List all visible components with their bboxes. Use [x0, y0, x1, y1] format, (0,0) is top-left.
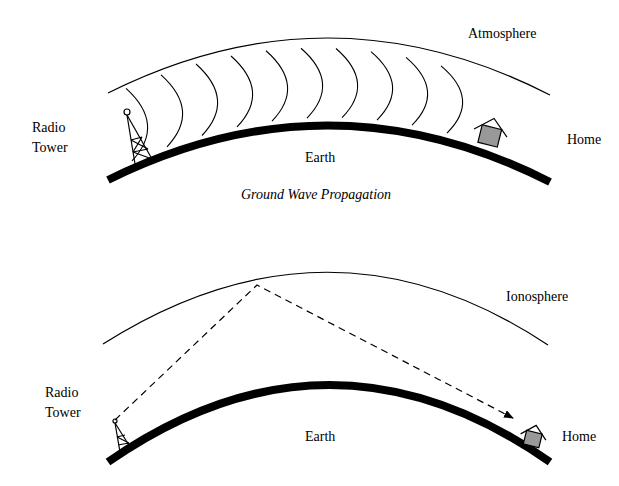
layer-label: Atmosphere	[468, 24, 536, 44]
earth-label: Earth	[305, 427, 335, 447]
wave-front	[301, 48, 323, 118]
wave-front	[441, 66, 463, 133]
wave-front	[406, 57, 428, 125]
home	[471, 114, 511, 148]
panel-caption: Ground Wave Propagation	[241, 185, 391, 205]
earth-surface	[108, 385, 550, 462]
wave-front	[371, 52, 393, 121]
wave-front	[196, 64, 218, 135]
ionosphere-arc	[103, 272, 548, 345]
wave-front	[266, 51, 288, 121]
radio-tower	[113, 419, 132, 452]
earth-surface	[108, 125, 550, 182]
home-label: Home	[562, 427, 596, 447]
wave-front	[231, 56, 253, 127]
earth-label: Earth	[305, 148, 335, 168]
wave-front	[126, 88, 148, 160]
sky-wave-path	[115, 285, 513, 420]
layer-label: Ionosphere	[506, 287, 568, 307]
wave-front	[336, 48, 358, 117]
atmosphere-arc	[108, 38, 550, 95]
tower-label: Radio Tower	[32, 118, 80, 158]
radio-tower	[124, 109, 152, 164]
home	[518, 422, 548, 449]
home-label: Home	[567, 130, 601, 150]
wave-front	[161, 75, 183, 147]
tower-label: Radio Tower	[45, 383, 93, 423]
ground-waves	[126, 48, 463, 161]
